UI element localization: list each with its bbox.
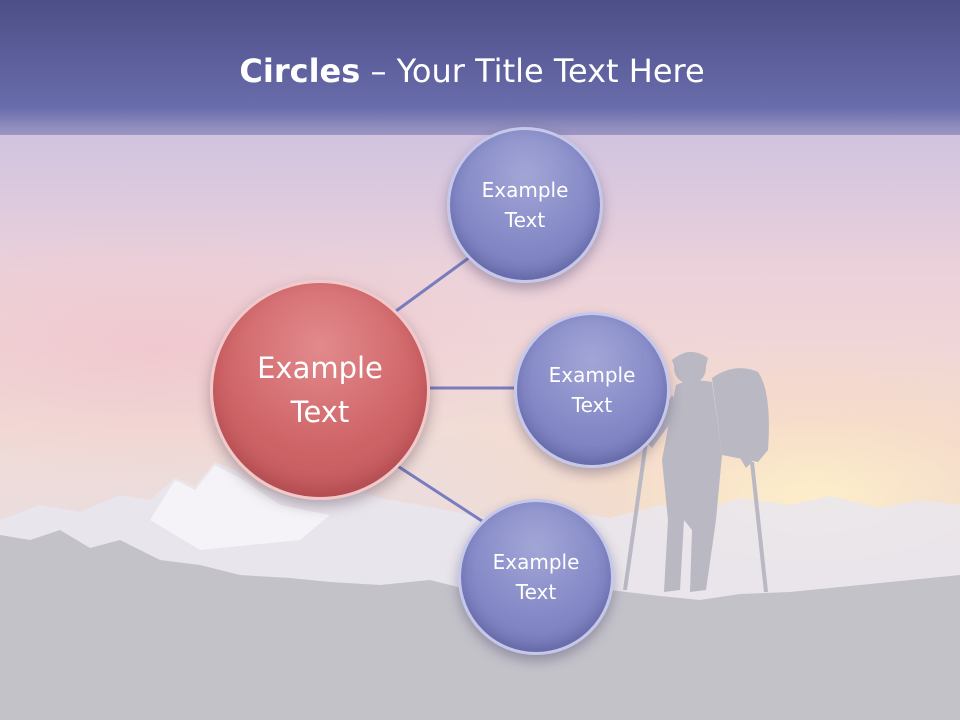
satellite-middle-line1: Example: [548, 363, 636, 387]
trekking-pole-right: [750, 461, 768, 593]
connector-bottom: [395, 463, 483, 523]
center-circle[interactable]: Example Text: [210, 280, 430, 500]
center-circle-line2: Text: [290, 395, 350, 429]
satellite-circle-middle[interactable]: Example Text: [514, 312, 670, 468]
title-rest: – Your Title Text Here: [360, 52, 705, 90]
satellite-top-line2: Text: [504, 208, 546, 232]
title-bold: Circles: [239, 52, 361, 90]
title-band: [0, 0, 960, 135]
satellite-circle-bottom[interactable]: Example Text: [458, 499, 614, 655]
snow-ridge: [150, 465, 330, 550]
satellite-circle-top[interactable]: Example Text: [447, 127, 603, 283]
satellite-bottom-line2: Text: [515, 580, 557, 604]
slide-title: Circles – Your Title Text Here: [0, 52, 944, 90]
connector-top: [395, 255, 471, 313]
satellite-bottom-line1: Example: [492, 550, 580, 574]
trekking-pole-left: [623, 441, 648, 591]
satellite-top-line1: Example: [481, 178, 569, 202]
center-circle-line1: Example: [257, 351, 383, 385]
satellite-middle-line2: Text: [571, 393, 613, 417]
